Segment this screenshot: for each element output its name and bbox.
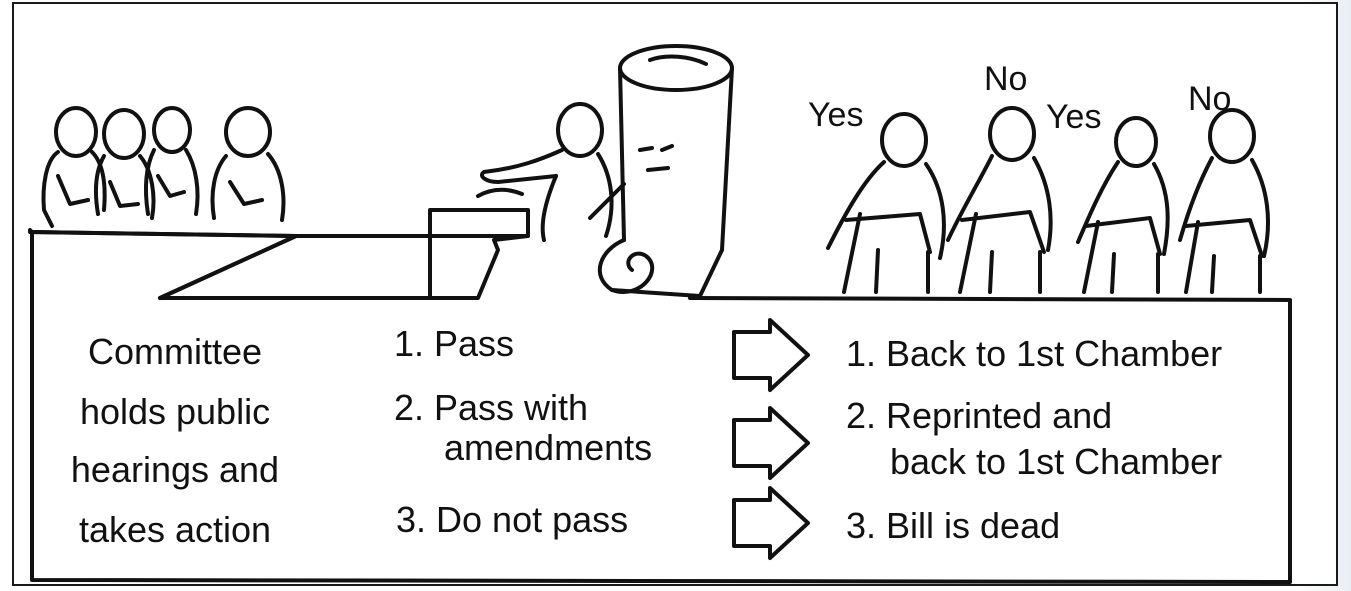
committee-table [30, 232, 296, 298]
vote-label-4: No [1188, 82, 1231, 116]
bill-scroll-icon [590, 46, 732, 296]
action-2-line-2: amendments [444, 430, 652, 466]
right-arrow-icon [734, 320, 808, 390]
outcome-1: 1. Back to 1st Chamber [846, 336, 1222, 372]
committee-line-3: hearings and [48, 452, 302, 488]
vote-label-2: No [984, 62, 1027, 96]
outcome-3: 3. Bill is dead [846, 508, 1060, 544]
vote-label-1: Yes [808, 98, 863, 132]
committee-members-icon [44, 108, 284, 226]
speaker-at-podium-icon [478, 104, 612, 240]
right-arrow-icon [734, 488, 808, 558]
action-2-line-1: 2. Pass with [394, 390, 588, 426]
right-arrow-icon [734, 408, 808, 478]
outcome-2-line-1: 2. Reprinted and [846, 398, 1112, 434]
vote-label-3: Yes [1046, 100, 1101, 134]
committee-line-4: takes action [48, 512, 302, 548]
committee-line-1: Committee [48, 334, 302, 370]
action-1: 1. Pass [394, 326, 514, 362]
committee-line-2: holds public [48, 394, 302, 430]
outcome-2-line-2: back to 1st Chamber [890, 444, 1222, 480]
action-3: 3. Do not pass [396, 502, 628, 538]
